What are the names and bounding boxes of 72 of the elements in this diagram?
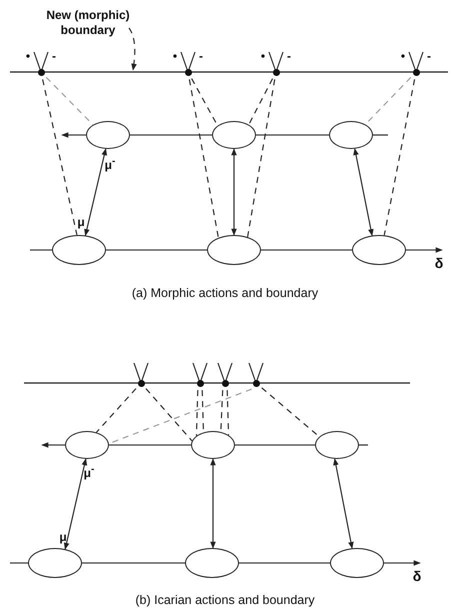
dashed-line (42, 79, 78, 236)
state-ellipse (212, 121, 256, 149)
dashed-line (146, 388, 192, 442)
dashed-line (248, 78, 274, 125)
arrow (384, 560, 421, 566)
arrow (406, 247, 443, 253)
dashed-line (188, 79, 219, 238)
state-ellipse (28, 548, 82, 578)
state-ellipse (65, 431, 109, 459)
connector-line (235, 444, 315, 446)
double-arrow (84, 148, 108, 236)
connector-line (106, 249, 207, 251)
dashed-line (196, 390, 198, 436)
dashed-line (261, 387, 320, 438)
boundary-point (252, 380, 260, 386)
axis-label: δ (432, 250, 446, 272)
figure-caption: (a) Morphic actions and boundary (132, 286, 318, 300)
dashed-line (247, 79, 276, 238)
state-ellipse (86, 121, 130, 149)
double-arrow (64, 458, 88, 550)
action-label: μ (59, 531, 67, 543)
action-label: μ$^{-}$ (104, 157, 116, 171)
double-arrow (353, 148, 374, 236)
boundary-point (272, 68, 280, 76)
connector-line (256, 134, 329, 136)
connector-line (239, 562, 330, 564)
arrow (61, 132, 86, 138)
connector-line (109, 444, 191, 446)
arrow (41, 442, 65, 448)
dashed-line (226, 390, 230, 436)
double-arrow (210, 458, 216, 549)
boundary-point (222, 380, 228, 386)
state-ellipse (185, 548, 239, 578)
dashed-line (220, 390, 224, 432)
sign-label: - (427, 50, 431, 62)
boundary-point (38, 68, 44, 76)
sign-label: - (52, 50, 56, 62)
connector-line (261, 249, 352, 251)
connector-line (10, 562, 28, 564)
connector-line (82, 562, 185, 564)
state-ellipse (329, 121, 373, 149)
axis-label: δ (410, 563, 424, 585)
boundary-point (138, 380, 144, 386)
state-ellipse (330, 548, 384, 578)
state-ellipse (52, 235, 106, 265)
connector-line (373, 134, 388, 136)
dashed-line (96, 388, 136, 433)
sign-label: • (260, 50, 266, 62)
dashed-line (46, 76, 94, 126)
double-arrow (231, 148, 237, 236)
sign-label: • (172, 50, 178, 62)
sign-label: - (199, 50, 203, 62)
connector-line (30, 249, 52, 251)
double-arrow (333, 458, 354, 549)
connector-line (359, 444, 368, 446)
action-label: μ$^{-}$ (84, 465, 94, 479)
boundary-point (412, 68, 420, 76)
connector-line (130, 134, 212, 136)
boundary-point (184, 68, 192, 76)
callout-text: New (morphic) boundary (46, 8, 130, 38)
sign-label: • (26, 50, 30, 62)
dashed-line (384, 79, 416, 236)
sign-label: - (287, 50, 291, 62)
state-ellipse (315, 431, 359, 459)
sign-label: • (400, 50, 406, 62)
state-ellipse (191, 431, 235, 459)
figure-caption: (b) Icarian actions and boundary (135, 594, 315, 606)
state-ellipse (352, 235, 406, 265)
state-ellipse (207, 235, 261, 265)
action-label: μ (77, 216, 85, 228)
boundary-point (196, 380, 204, 386)
leader-line (128, 28, 137, 71)
